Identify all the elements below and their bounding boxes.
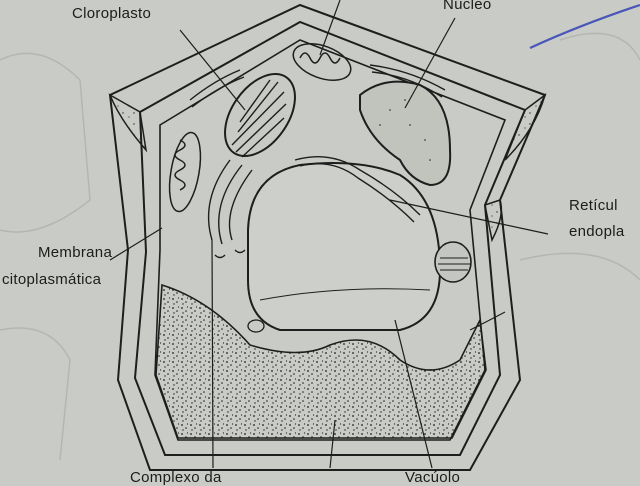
endoplasmic-reticulum xyxy=(189,64,446,223)
pen-mark xyxy=(529,3,640,49)
neighbor-cells xyxy=(0,32,640,461)
leader-lines xyxy=(109,0,549,469)
wall-corners xyxy=(108,93,547,243)
mitochondria xyxy=(168,43,352,213)
vacuole-inner-line xyxy=(259,288,431,301)
golgi-label: Complexo da xyxy=(130,469,222,486)
vacuole-label: Vacúolo xyxy=(405,469,461,486)
chloroplast xyxy=(224,73,296,158)
cytoplasm-strand xyxy=(469,311,506,331)
membrane-label-line2: citoplasmática xyxy=(2,271,102,288)
chloroplast-label: Cloroplasto xyxy=(72,5,152,22)
small-chloroplast xyxy=(434,241,472,283)
cytoplasm-stipple xyxy=(155,283,487,439)
nucleus-label: Núcleo xyxy=(443,0,492,13)
nucleus xyxy=(359,80,452,187)
reticulum-label-line2: endopla xyxy=(569,223,625,240)
reticulum-label-line1: Retícul xyxy=(569,197,618,214)
cell-wall xyxy=(108,3,547,471)
vacuole xyxy=(247,161,442,331)
nucleus-stipple xyxy=(379,99,431,161)
vesicle xyxy=(247,319,265,333)
membrane-label-line1: Membrana xyxy=(38,244,113,261)
golgi-complex xyxy=(207,159,253,259)
